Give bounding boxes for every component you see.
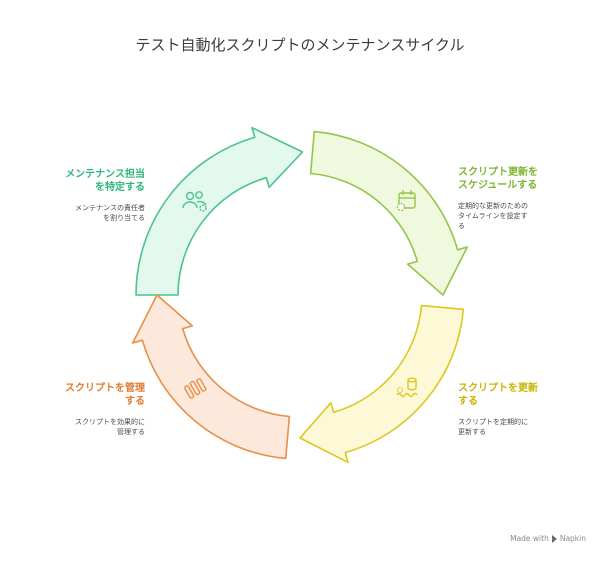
- step-schedule-updates: スクリプト更新を スケジュールする 定期的な更新のための タイムラインを設定す …: [458, 166, 576, 231]
- page-title: テスト自動化スクリプトのメンテナンスサイクル: [135, 36, 465, 54]
- arrow-schedule-updates: [309, 130, 469, 296]
- step-manage-scripts-title: スクリプトを管理 する: [65, 383, 145, 407]
- step-update-scripts-title: スクリプトを更新 する: [458, 383, 538, 407]
- arrow-manage-scripts: [131, 294, 291, 460]
- step-manage-scripts: スクリプトを管理 する スクリプトを効果的に 管理する: [27, 382, 145, 437]
- arrow-identify-maintainer: [135, 126, 304, 296]
- users-gear-icon: [182, 191, 207, 212]
- step-identify-maintainer-desc: メンテナンスの責任者 を割り当てる: [75, 204, 145, 222]
- database-refresh-icon: [396, 377, 418, 398]
- tools-icon: [184, 378, 207, 399]
- step-schedule-updates-title: スクリプト更新を スケジュールする: [458, 167, 538, 191]
- step-update-scripts-desc: スクリプトを定期的に 更新する: [458, 418, 528, 436]
- step-update-scripts: スクリプトを更新 する スクリプトを定期的に 更新する: [458, 382, 576, 437]
- brand-watermark[interactable]: Made with Napkin: [510, 534, 586, 543]
- napkin-logo-icon: [551, 534, 557, 543]
- step-identify-maintainer-title: メンテナンス担当 を特定する: [65, 169, 145, 193]
- step-manage-scripts-desc: スクリプトを効果的に 管理する: [75, 418, 145, 436]
- brand-prefix: Made with: [510, 534, 549, 543]
- calendar-gear-icon: [396, 190, 416, 212]
- step-identify-maintainer: メンテナンス担当 を特定する メンテナンスの責任者 を割り当てる: [27, 168, 145, 223]
- arrow-update-scripts: [299, 304, 465, 464]
- brand-name: Napkin: [559, 534, 586, 543]
- step-schedule-updates-desc: 定期的な更新のための タイムラインを設定す る: [458, 202, 528, 230]
